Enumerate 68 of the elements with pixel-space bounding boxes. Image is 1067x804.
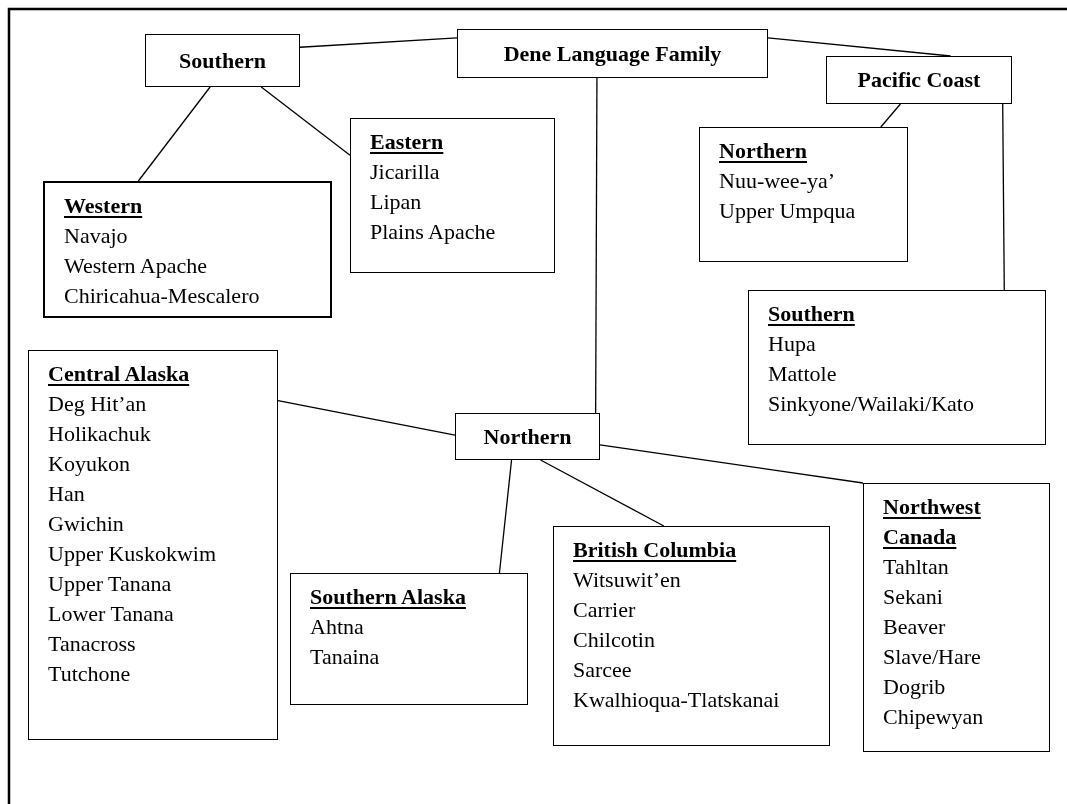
language-name: Nuu-wee-ya’ [719,167,836,195]
language-name: Chilcotin [573,626,655,654]
language-group-box [553,526,830,746]
language-name: Holikachuk [48,420,151,448]
branch-name: Pacific Coast [857,67,981,93]
branch-box [826,56,1012,104]
language-group-box [699,127,908,262]
language-name: Tahltan [883,553,949,581]
language-name: Lower Tanana [48,600,174,628]
language-name: Upper Tanana [48,570,172,598]
language-group-box [290,573,528,705]
language-name: Upper Kuskokwim [48,540,217,568]
language-name: Tanacross [48,630,136,658]
language-name: Western Apache [64,252,207,280]
connector-line [137,86,211,182]
connector-line [539,459,665,527]
language-group-box [863,483,1050,752]
connector-line [880,103,902,128]
language-name: Sarcee [573,656,632,684]
language-name: Han [48,480,85,508]
language-name: Sinkyone/Wailaki/Kato [768,390,974,418]
connector-line [1002,103,1005,291]
language-group-box [350,118,555,273]
group-heading: Central Alaska [48,360,190,388]
branch-box [457,29,768,78]
language-name: Witsuwit’en [573,566,681,594]
language-name: Lipan [370,188,422,216]
language-name: Navajo [64,222,128,250]
language-group-box [43,181,332,318]
group-heading: Southern [768,300,855,328]
group-heading: Eastern [370,128,444,156]
group-heading: British Columbia [573,536,737,564]
connector-line [277,400,456,436]
language-name: Kwalhioqua-Tlatskanai [573,686,780,714]
language-name: Upper Umpqua [719,197,856,225]
language-name: Gwichin [48,510,124,538]
branch-box [455,413,600,460]
group-heading: Western [64,192,143,220]
connector-line [595,77,598,414]
language-name: Ahtna [310,613,364,641]
group-heading: Northern [719,137,807,165]
language-name: Plains Apache [370,218,496,246]
language-group-box [748,290,1046,445]
connector-line [599,444,864,484]
connector-line [260,86,351,156]
language-name: Jicarilla [370,158,440,186]
language-name: Hupa [768,330,816,358]
branch-name: Northern [483,423,572,450]
language-name: Sekani [883,583,943,611]
language-name: Carrier [573,596,636,624]
connector-line [299,37,458,48]
language-name: Tutchone [48,660,131,688]
branch-name: Southern [179,47,266,74]
branch-box [145,34,300,87]
language-name: Slave/Hare [883,643,981,671]
connector-line [498,459,513,574]
language-name: Chiricahua-Mescalero [64,282,260,310]
language-name: Tanaina [310,643,380,671]
language-name: Mattole [768,360,837,388]
language-name: Dogrib [883,673,946,701]
language-name: Beaver [883,613,946,641]
language-name: Deg Hit’an [48,390,147,418]
branch-name: Dene Language Family [503,40,722,67]
group-heading: Southern Alaska [310,583,466,611]
language-name: Chipewyan [883,703,984,731]
language-name: Koyukon [48,450,130,478]
group-heading: Northwest Canada [883,493,982,551]
language-group-box [28,350,278,740]
